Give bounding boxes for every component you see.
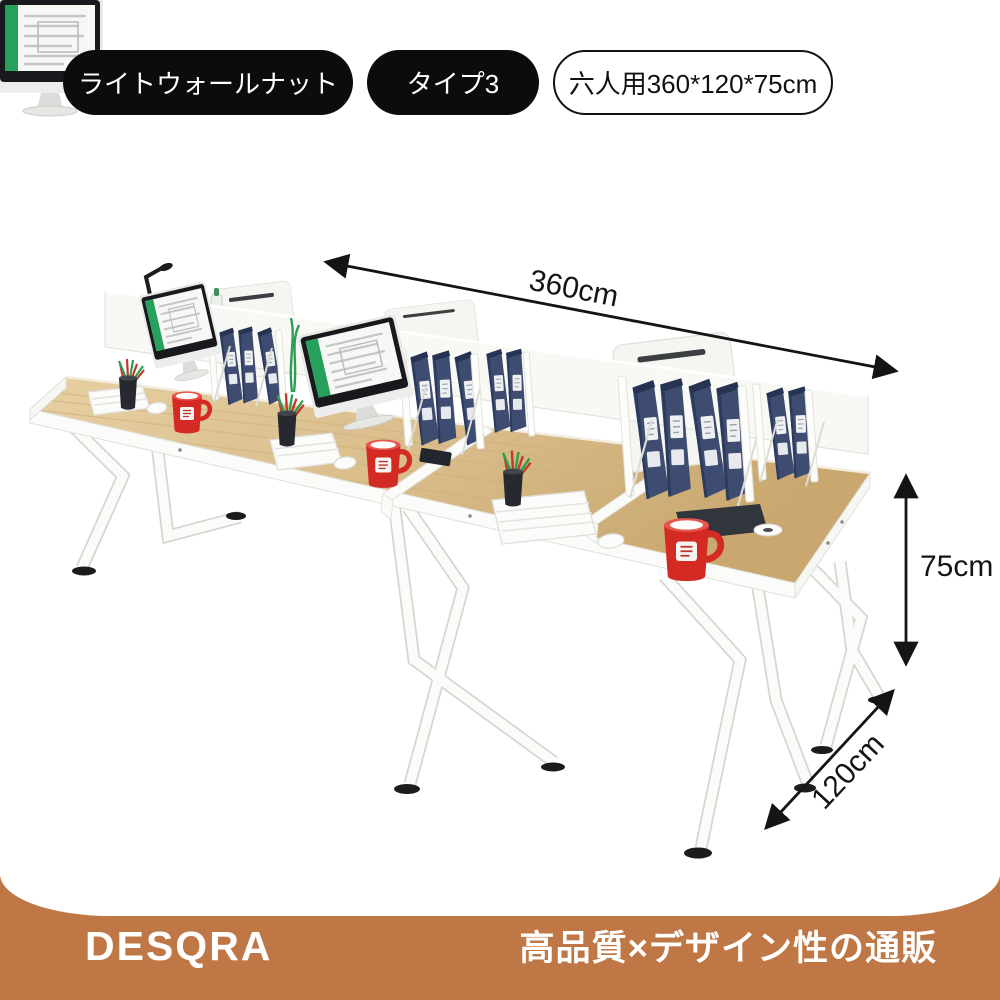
brand-banner-content: DESQRA 高品質×デザイン性の通販 <box>0 920 1000 971</box>
length-arrow <box>323 253 899 380</box>
mouse <box>146 401 625 549</box>
phone <box>419 448 452 467</box>
badge-type-label: タイプ3 <box>406 69 500 99</box>
brand-logo-text: DESQRA <box>85 923 273 969</box>
frame-screws <box>178 448 844 570</box>
cable-grommet <box>753 523 783 537</box>
plant-sprig <box>289 317 301 393</box>
badge-size-label: 六人用360*120*75cm <box>568 69 818 99</box>
badge-color-option: ライトウォールナット <box>63 50 353 115</box>
badge-size-option: 六人用360*120*75cm <box>553 50 833 115</box>
length-dimension-label: 360cm <box>526 264 621 314</box>
desk-lamp <box>143 262 173 301</box>
badge-type-option: タイプ3 <box>367 50 539 115</box>
content-card: ライトウォールナット タイプ3 六人用360*120*75cm <box>0 0 994 859</box>
brand-tagline: 高品質×デザイン性の通販 <box>519 929 937 968</box>
product-image: 360cm 75cm 120cm <box>0 0 993 859</box>
pen-cups <box>117 317 532 508</box>
badge-color-label: ライトウォールナット <box>77 69 338 99</box>
depth-arrow <box>764 688 895 831</box>
height-dimension-label: 75cm <box>920 550 993 583</box>
